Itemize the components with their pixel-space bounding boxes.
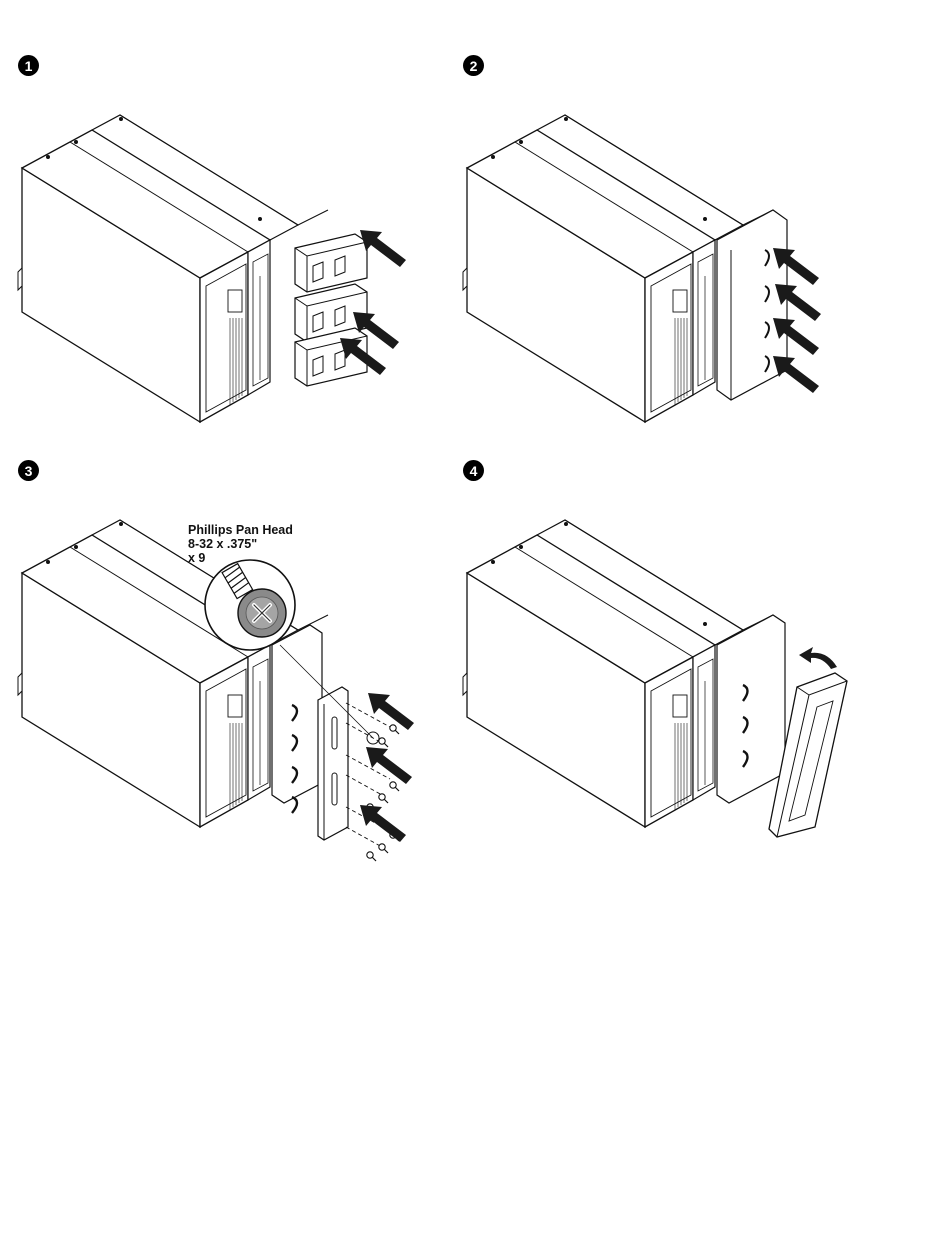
retaining-bracket <box>318 687 348 840</box>
screw <box>379 844 388 853</box>
insert-arrow-3 <box>360 805 406 842</box>
step-1-panel: 1 <box>10 50 450 470</box>
insert-arrow-1 <box>368 693 414 730</box>
rotate-arrow-icon <box>799 647 837 669</box>
step-1-illustration <box>10 50 450 470</box>
step-4-illustration <box>455 455 895 875</box>
step-3-illustration <box>10 455 450 875</box>
step-2-panel: 2 <box>455 50 895 470</box>
screw <box>379 738 388 747</box>
step-4-panel: 4 <box>455 455 895 875</box>
screw <box>390 725 399 734</box>
battery-module-top <box>295 234 367 292</box>
battery-bay <box>717 210 787 400</box>
screw-magnifier <box>205 560 295 650</box>
insert-arrow-4 <box>773 356 819 393</box>
screw <box>367 852 376 861</box>
insert-arrow-2 <box>366 747 412 784</box>
screw <box>379 794 388 803</box>
step-3-panel: 3 Phillips Pan Head 8-32 x .375" x 9 <box>10 455 450 875</box>
step-2-illustration <box>455 50 895 470</box>
screw <box>390 782 399 791</box>
